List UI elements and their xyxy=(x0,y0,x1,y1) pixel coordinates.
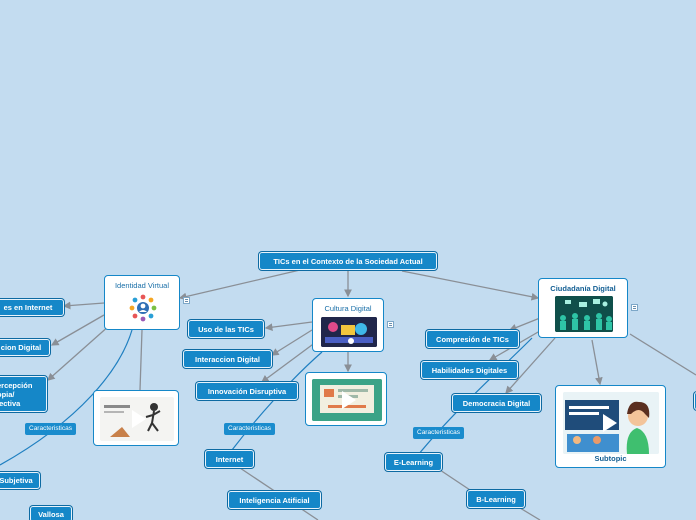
offscreen-branch[interactable] xyxy=(694,392,696,410)
ciudadania-child-2[interactable]: Habilidades Digitales xyxy=(421,361,518,379)
ciudadania-child-3[interactable]: Democracia Digital xyxy=(452,394,541,412)
play-icon[interactable] xyxy=(342,391,356,409)
cultura-child-5[interactable]: Inteligencia Atificial xyxy=(228,491,321,509)
cultura-video-thumb xyxy=(312,379,382,421)
cultura-video-card[interactable] xyxy=(305,372,387,426)
identidad-virtual-card[interactable]: Identidad Virtual xyxy=(104,275,180,330)
cultura-digital-image xyxy=(321,317,377,347)
identidad-virtual-image xyxy=(127,292,159,324)
ciudadania-child-5[interactable]: B-Learning xyxy=(467,490,525,508)
identidad-notes-icon[interactable] xyxy=(183,297,190,304)
identidad-child-2[interactable]: cion Digital xyxy=(0,339,50,356)
ciudadania-notes-icon[interactable] xyxy=(631,304,638,311)
root-topic[interactable]: TICs en el Contexto de la Sociedad Actua… xyxy=(259,252,437,270)
identidad-video-card[interactable] xyxy=(93,390,179,446)
identidad-video-thumb xyxy=(100,397,174,441)
subtopic-card[interactable]: Subtopic xyxy=(555,385,666,468)
cultura-digital-title: Cultura Digital xyxy=(324,304,372,313)
cultura-child-2[interactable]: Interaccion Digital xyxy=(183,350,272,368)
play-icon[interactable] xyxy=(132,410,146,428)
identidad-child-4[interactable]: Subjetiva xyxy=(0,472,40,489)
cultura-child-4[interactable]: Internet xyxy=(205,450,254,468)
cultura-child-3[interactable]: Innovación Disruptiva xyxy=(196,382,298,400)
subtopic-thumb xyxy=(563,392,659,454)
play-icon[interactable] xyxy=(603,414,617,432)
identidad-child-5[interactable]: Vallosa xyxy=(30,506,72,520)
identidad-caracteristicas-tag[interactable]: Caracteristicas xyxy=(25,423,76,435)
subtopic-title: Subtopic xyxy=(594,454,627,463)
cultura-digital-card[interactable]: Cultura Digital xyxy=(312,298,384,352)
ciudadania-caracteristicas-tag[interactable]: Caracteristicas xyxy=(413,427,464,439)
ciudadania-child-4[interactable]: E-Learning xyxy=(385,453,442,471)
ciudadania-digital-image xyxy=(555,296,613,332)
ciudadania-child-1[interactable]: Compresión de TICs xyxy=(426,330,519,348)
cultura-notes-icon[interactable] xyxy=(387,321,394,328)
identidad-child-3[interactable]: ercepción opia/ jectiva xyxy=(0,376,47,412)
ciudadania-digital-card[interactable]: Ciudadanía Digital xyxy=(538,278,628,338)
cultura-caracteristicas-tag[interactable]: Caracteristicas xyxy=(224,423,275,435)
cultura-child-1[interactable]: Uso de las TICs xyxy=(188,320,264,338)
identidad-virtual-title: Identidad Virtual xyxy=(114,281,170,290)
ciudadania-digital-title: Ciudadanía Digital xyxy=(550,284,616,293)
identidad-child-1[interactable]: es en Internet xyxy=(0,299,64,316)
